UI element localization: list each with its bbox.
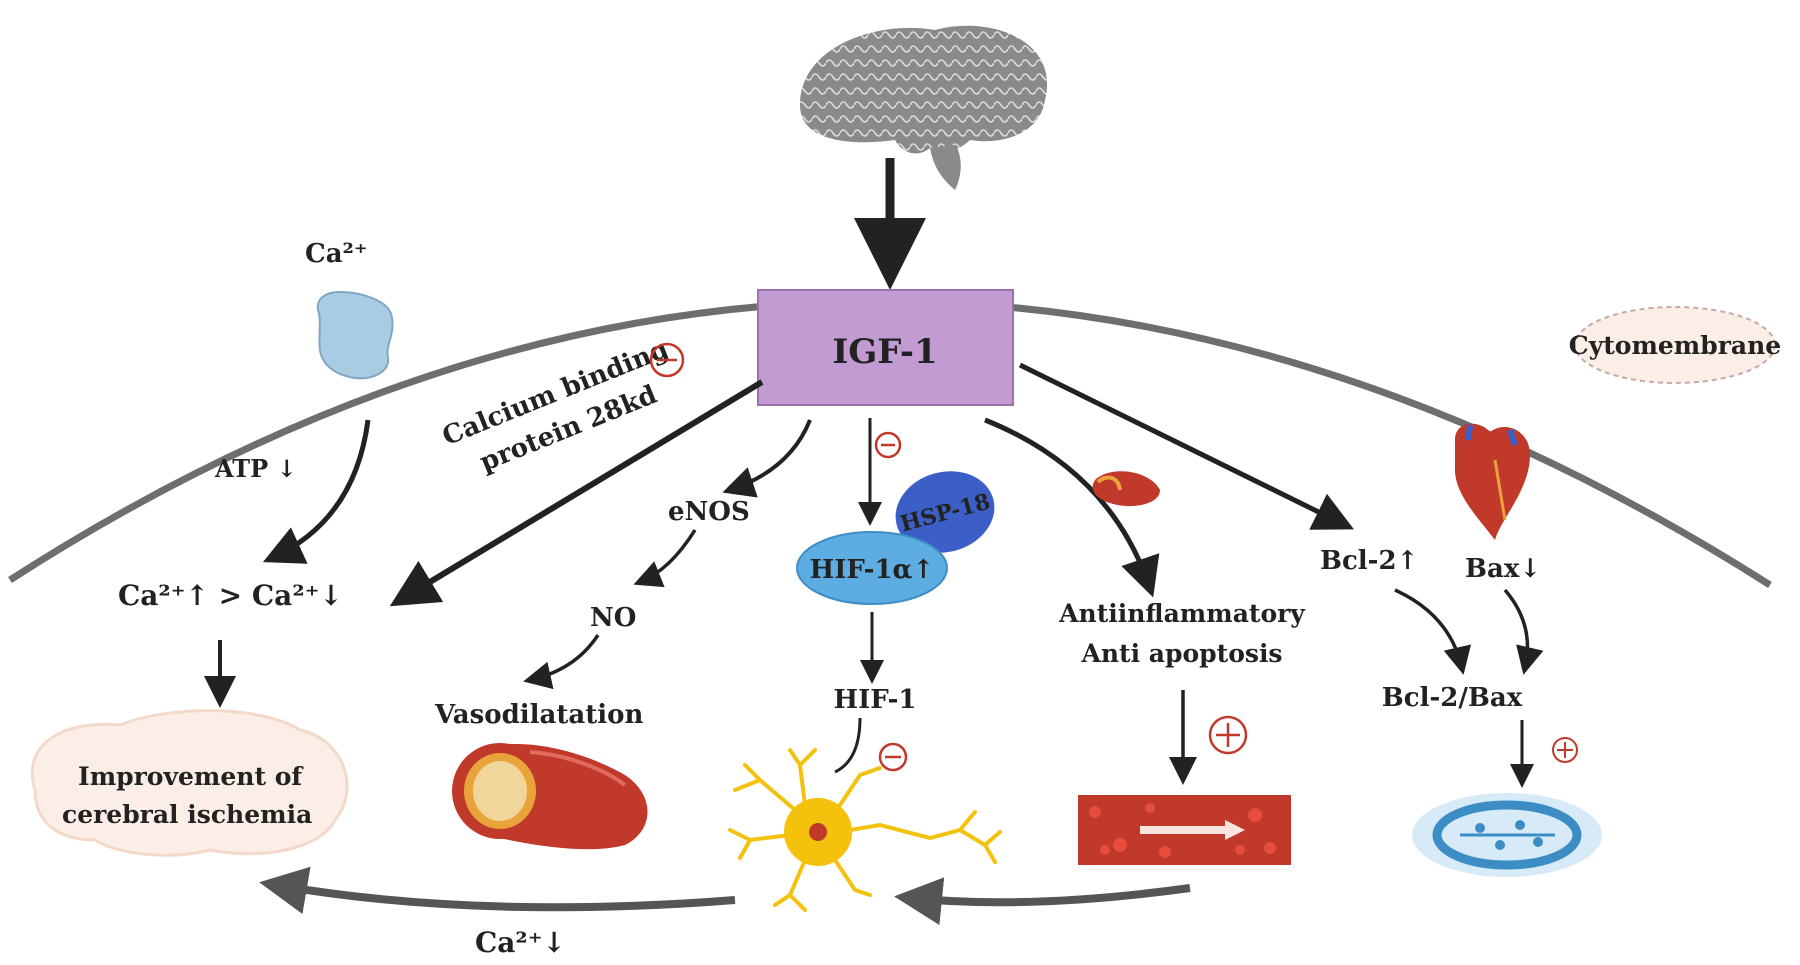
hif1a-ellipse xyxy=(796,531,948,605)
hif1-to-neuron-arrow xyxy=(834,717,862,774)
bcl2-up-label: Bcl-2↑ xyxy=(1320,546,1418,576)
enos-label: eNOS xyxy=(668,497,750,527)
bax-down-label: Bax↓ xyxy=(1465,554,1541,584)
hif1-label: HIF-1 xyxy=(834,685,917,715)
bcl2-bax-label: Bcl-2/Bax xyxy=(1382,683,1523,713)
hif1a-label: HIF-1α↑ xyxy=(810,555,935,585)
vessel-to-neuron-arrow xyxy=(894,877,1191,926)
minus-symbol-hif xyxy=(874,431,902,459)
minus-symbol xyxy=(649,342,685,378)
antiapoptosis-label: Anti apoptosis xyxy=(1080,639,1282,668)
plus-symbol-nucleus xyxy=(1552,737,1578,763)
igf1-to-antiinflammatory-arrow xyxy=(984,417,1160,598)
antiinflammatory-label: Antiinflammatory xyxy=(1058,599,1306,628)
enos-to-no-arrow xyxy=(633,529,697,588)
igf1-box xyxy=(757,289,1014,406)
igf1-to-enos-arrow xyxy=(722,419,812,498)
igf1-label: IGF-1 xyxy=(832,332,937,372)
calcium-channel-icon xyxy=(316,290,394,380)
heart-icon xyxy=(1455,423,1530,540)
cytomembrane-label: Cytomembrane xyxy=(1569,331,1781,360)
cell-nucleus-icon xyxy=(1412,793,1602,877)
improvement-brain-icon xyxy=(30,709,349,857)
ca-bottom-label: Ca²⁺↓ xyxy=(475,926,566,959)
blood-flow-vessel-icon xyxy=(1078,795,1291,865)
improvement-label-line2: cerebral ischemia xyxy=(62,800,312,829)
brain-icon xyxy=(800,25,1048,190)
neuron-to-improvement-arrow xyxy=(259,866,736,915)
igf1-to-ca-arrow xyxy=(389,379,764,607)
channel-to-ca-arrow xyxy=(262,419,371,564)
blood-vessel-icon xyxy=(452,743,648,850)
ca-top-label: Ca²⁺ xyxy=(305,239,368,269)
red-cell-icon xyxy=(1092,471,1160,507)
no-label: NO xyxy=(590,603,636,633)
no-to-vasodilatation-arrow xyxy=(523,634,600,690)
vasodilatation-label: Vasodilatation xyxy=(434,700,643,730)
minus-symbol-neuron xyxy=(878,742,908,772)
bcl2-to-ratio-arrow xyxy=(1394,588,1472,675)
neuron-icon xyxy=(728,748,1002,912)
cytomembrane-ellipse xyxy=(1574,306,1776,384)
atp-label: ATP ↓ xyxy=(214,454,297,483)
hsp18-ellipse xyxy=(895,471,995,553)
improvement-label-line1: Improvement of xyxy=(78,762,304,791)
plus-symbol-vessel xyxy=(1208,715,1248,755)
igf1-to-bcl2-arrow xyxy=(1018,362,1354,530)
bax-to-ratio-arrow xyxy=(1503,588,1544,675)
ca-balance-label: Ca²⁺↑ > Ca²⁺↓ xyxy=(118,579,343,612)
